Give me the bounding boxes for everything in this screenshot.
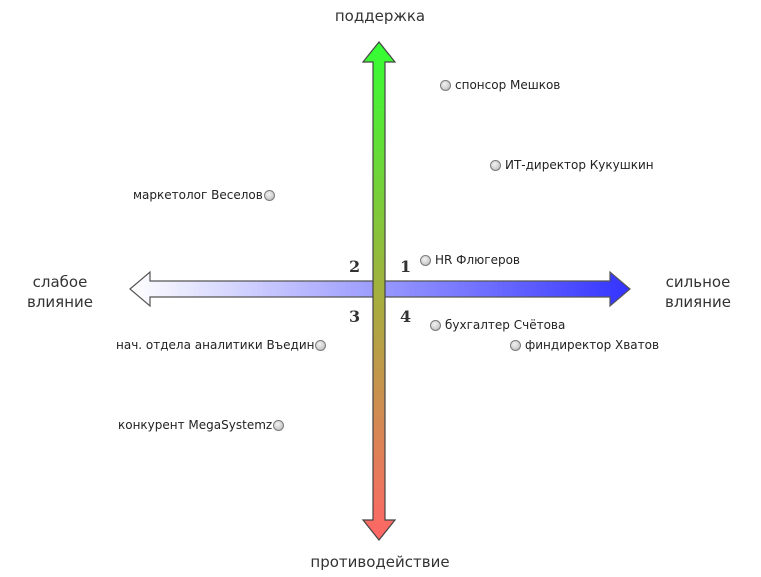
stakeholder-dot-icon — [510, 339, 521, 351]
stakeholder-marker[interactable]: спонсор Мешков — [440, 78, 560, 92]
quadrant-2-label: 2 — [349, 257, 361, 276]
quadrant-3-label: 3 — [349, 307, 361, 326]
stakeholder-marker[interactable]: ИТ-директор Кукушкин — [490, 158, 654, 172]
stakeholder-marker[interactable]: бухгалтер Счётова — [430, 318, 565, 332]
stakeholder-dot-icon — [273, 419, 285, 431]
axis-label-strong-line1: сильное — [665, 273, 731, 291]
quadrant-4-label: 4 — [400, 307, 412, 326]
stakeholder-dot-icon — [263, 189, 275, 201]
stakeholder-dot-icon — [420, 254, 431, 266]
axis-label-strong-line2: влияние — [665, 293, 731, 311]
stakeholder-label: финдиректор Хватов — [525, 338, 660, 352]
axis-label-weak-line2: влияние — [27, 293, 93, 311]
stakeholder-marker[interactable]: HR Флюгеров — [420, 253, 520, 267]
quadrant-1-label: 1 — [400, 257, 412, 276]
stakeholder-label: нач. отдела аналитики Въедин — [116, 338, 315, 352]
stakeholder-marker[interactable]: маркетолог Веселов — [133, 188, 275, 202]
stakeholder-marker[interactable]: конкурент MegaSystemz — [118, 418, 285, 432]
stakeholder-label: ИТ-директор Кукушкин — [505, 158, 654, 172]
stakeholder-marker[interactable]: нач. отдела аналитики Въедин — [116, 338, 327, 352]
axis-label-weak-line1: слабое — [32, 273, 88, 291]
stakeholder-label: бухгалтер Счётова — [445, 318, 566, 332]
stakeholder-label: HR Флюгеров — [435, 253, 520, 267]
axis-label-opposition: противодействие — [310, 553, 450, 571]
stakeholder-dot-icon — [440, 79, 451, 91]
axis-label-support: поддержка — [334, 7, 426, 25]
stakeholder-dot-icon — [430, 319, 441, 331]
stakeholder-marker[interactable]: финдиректор Хватов — [510, 338, 659, 352]
stakeholder-label: спонсор Мешков — [455, 78, 561, 92]
stakeholder-dot-icon — [315, 339, 327, 351]
axis-label-weak-influence: слабое влияние — [10, 272, 110, 312]
stakeholder-label: маркетолог Веселов — [133, 188, 263, 202]
stakeholder-label: конкурент MegaSystemz — [118, 418, 273, 432]
stakeholder-dot-icon — [490, 159, 501, 171]
support-axis-arrow — [361, 41, 397, 541]
axis-label-strong-influence: сильное влияние — [648, 272, 748, 312]
